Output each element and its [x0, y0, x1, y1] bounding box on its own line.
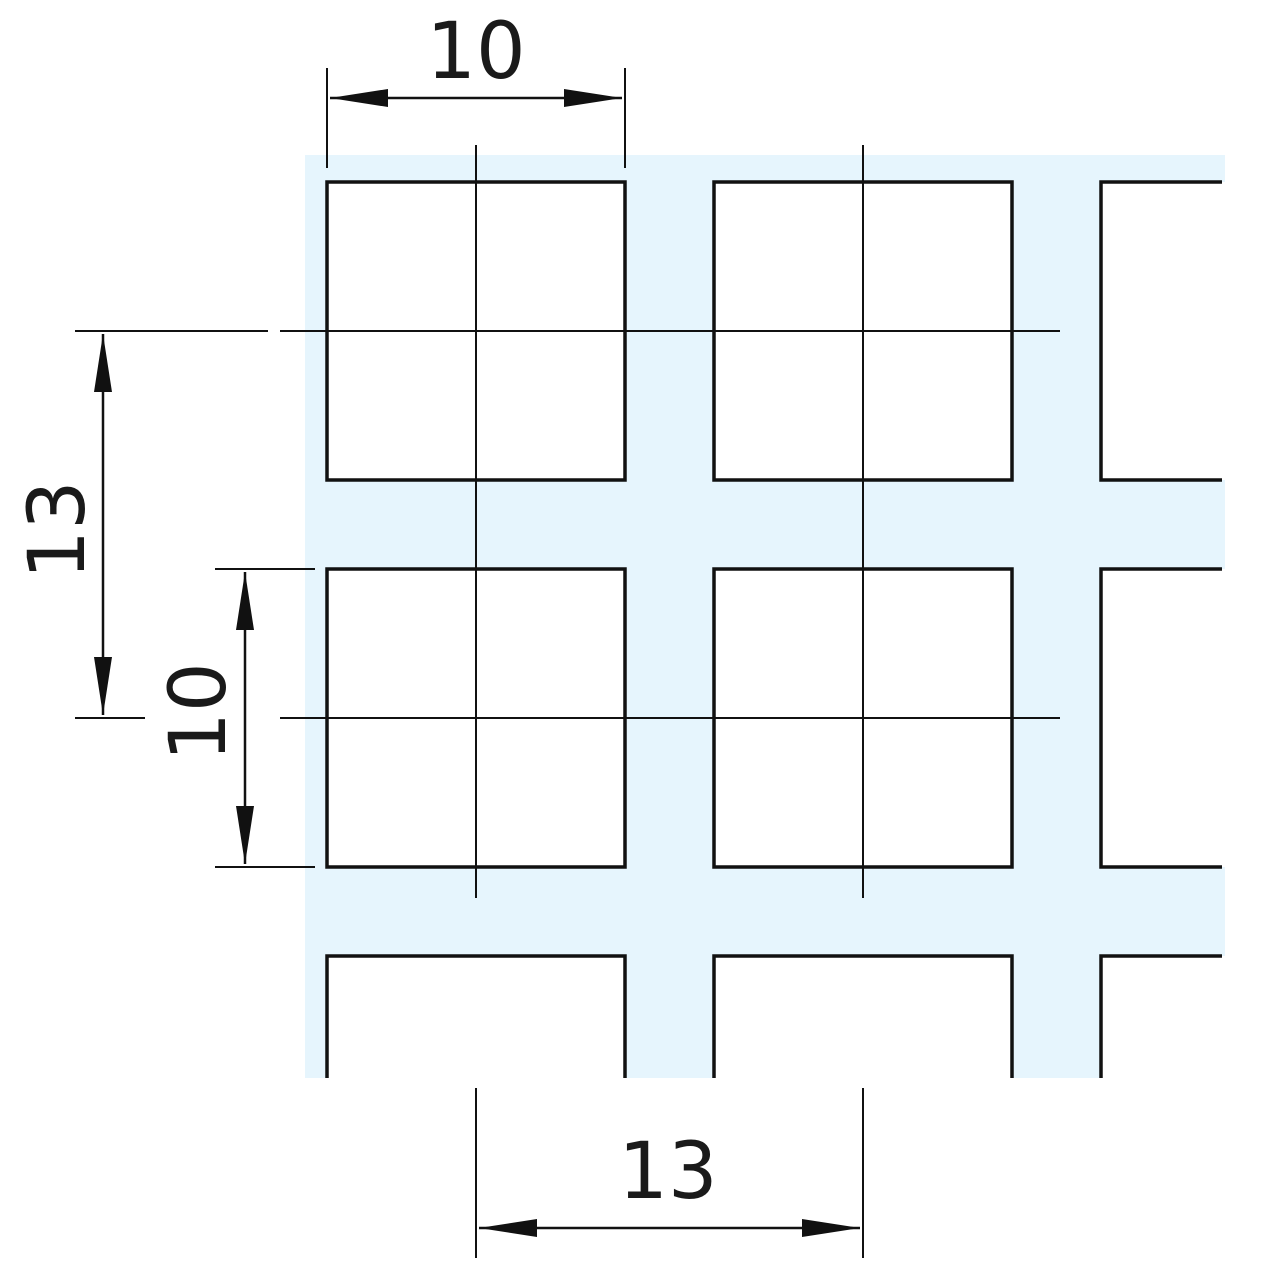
partial-square-hole — [1099, 567, 1222, 869]
left-pitch-dimension: 13 — [13, 330, 268, 719]
partial-square-hole — [327, 956, 625, 1078]
partial-square-hole — [1101, 569, 1225, 867]
vertical-pitch-label: 13 — [13, 480, 103, 579]
arrowhead-down — [236, 806, 254, 864]
partial-square-hole — [1099, 180, 1222, 482]
partial-square-hole — [712, 954, 1014, 1078]
arrowhead-left — [479, 1219, 537, 1237]
hole-width-label: 10 — [426, 7, 525, 97]
partial-square-hole — [1101, 182, 1225, 480]
arrowhead-up — [94, 334, 112, 392]
partial-square-hole — [325, 954, 627, 1078]
partial-square-hole — [1101, 956, 1225, 1078]
partial-square-hole — [714, 956, 1012, 1078]
left-hole-height-dimension: 10 — [154, 568, 315, 868]
horizontal-pitch-label: 13 — [618, 1127, 717, 1217]
hole-height-label: 10 — [154, 662, 244, 761]
arrowhead-down — [94, 657, 112, 715]
bottom-pitch-dimension: 13 — [475, 1088, 864, 1258]
arrowhead-up — [236, 572, 254, 630]
arrowhead-right — [802, 1219, 860, 1237]
top-hole-width-dimension: 10 — [326, 7, 626, 168]
arrowhead-left — [330, 89, 388, 107]
arrowhead-right — [564, 89, 622, 107]
partial-square-hole — [1099, 954, 1222, 1078]
